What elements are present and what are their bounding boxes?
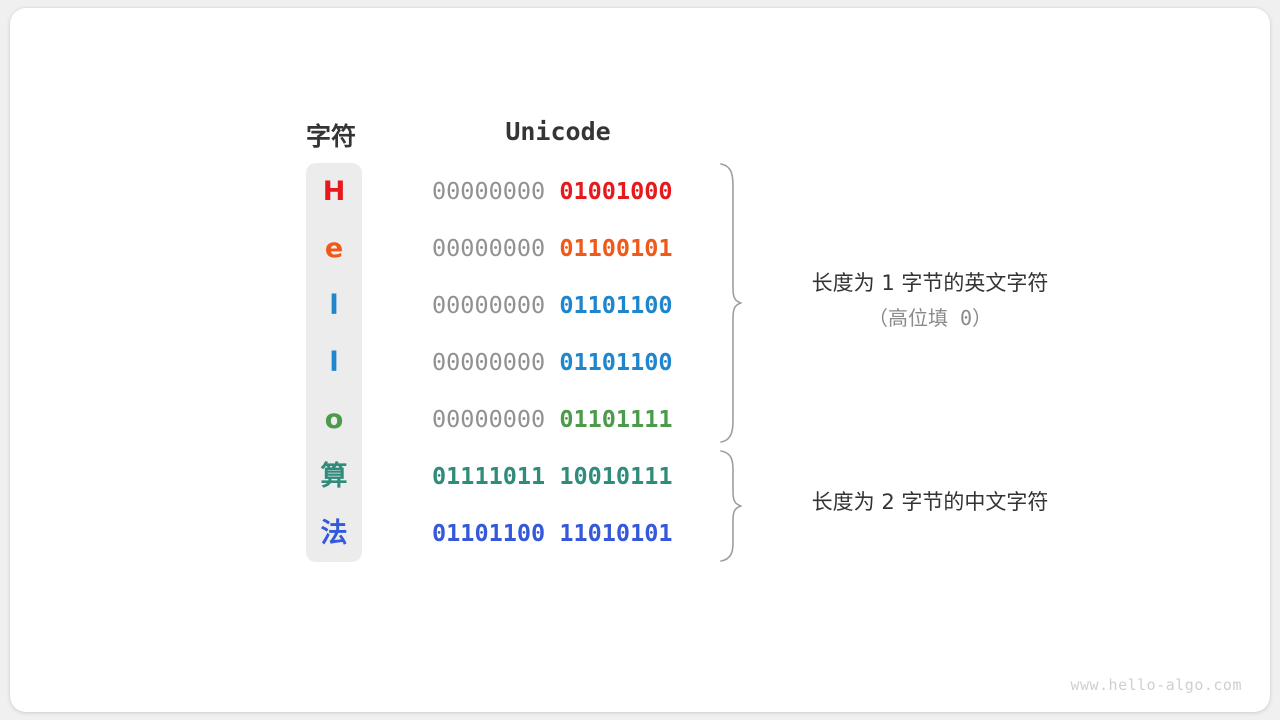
row-high-byte: 00000000 xyxy=(432,348,546,376)
row-low-byte: 10010111 xyxy=(559,462,673,490)
row-character: o xyxy=(324,404,344,435)
row-low-byte: 11010101 xyxy=(559,519,673,547)
column-header-unicode: Unicode xyxy=(505,117,611,146)
row-character: H xyxy=(322,176,346,207)
row-low-byte: 01101100 xyxy=(559,348,673,376)
table-row: H 00000000 01001000 xyxy=(306,163,706,220)
table-row: l 00000000 01101100 xyxy=(306,277,706,334)
byte-separator xyxy=(545,234,559,262)
row-character: 算 xyxy=(320,461,348,492)
row-high-byte: 01111011 xyxy=(432,462,546,490)
watermark: www.hello-algo.com xyxy=(1070,676,1242,694)
byte-separator xyxy=(545,519,559,547)
row-character: e xyxy=(324,233,344,264)
row-unicode-bits: 00000000 01001000 xyxy=(432,163,673,220)
byte-separator xyxy=(545,348,559,376)
row-high-byte: 00000000 xyxy=(432,234,546,262)
byte-separator xyxy=(545,177,559,205)
annotation-cjk: 长度为 2 字节的中文字符 xyxy=(762,484,1098,520)
annotation-ascii-sub: （高位填 0） xyxy=(867,306,993,330)
row-low-byte: 01101100 xyxy=(559,291,673,319)
row-unicode-bits: 00000000 01100101 xyxy=(432,220,673,277)
byte-separator xyxy=(545,405,559,433)
row-character: l xyxy=(329,290,339,321)
table-row: o 00000000 01101111 xyxy=(306,391,706,448)
row-unicode-bits: 00000000 01101100 xyxy=(432,277,673,334)
annotation-ascii-main: 长度为 1 字节的英文字符 xyxy=(811,271,1049,295)
character-column-panel xyxy=(306,163,362,562)
row-high-byte: 01101100 xyxy=(432,519,546,547)
table-row: l 00000000 01101100 xyxy=(306,334,706,391)
table-row: e 00000000 01100101 xyxy=(306,220,706,277)
row-character: l xyxy=(329,347,339,378)
row-high-byte: 00000000 xyxy=(432,405,546,433)
byte-separator xyxy=(545,291,559,319)
table-row: 算 01111011 10010111 xyxy=(306,448,706,505)
diagram-card xyxy=(10,8,1270,712)
annotation-ascii: 长度为 1 字节的英文字符 （高位填 0） xyxy=(762,265,1098,335)
table-row: 法 01101100 11010101 xyxy=(306,505,706,562)
row-low-byte: 01001000 xyxy=(559,177,673,205)
row-unicode-bits: 01111011 10010111 xyxy=(432,448,673,505)
row-unicode-bits: 00000000 01101100 xyxy=(432,334,673,391)
row-unicode-bits: 00000000 01101111 xyxy=(432,391,673,448)
row-unicode-bits: 01101100 11010101 xyxy=(432,505,673,562)
column-header-character: 字符 xyxy=(306,122,357,151)
row-high-byte: 00000000 xyxy=(432,177,546,205)
row-high-byte: 00000000 xyxy=(432,291,546,319)
annotation-cjk-main: 长度为 2 字节的中文字符 xyxy=(811,490,1049,514)
byte-separator xyxy=(545,462,559,490)
row-low-byte: 01101111 xyxy=(559,405,673,433)
row-low-byte: 01100101 xyxy=(559,234,673,262)
row-character: 法 xyxy=(320,518,348,549)
